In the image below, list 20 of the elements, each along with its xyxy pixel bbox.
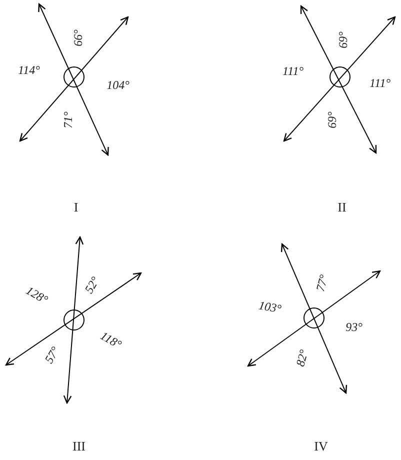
angle-label: 52° bbox=[82, 274, 102, 296]
angle-label: 93° bbox=[346, 321, 362, 333]
figure-number: II bbox=[338, 200, 346, 214]
angle-label: 128° bbox=[24, 284, 50, 306]
figure-number: IV bbox=[314, 440, 328, 452]
angle-label: 57° bbox=[42, 344, 62, 366]
angle-label: 82° bbox=[294, 348, 310, 368]
angle-label: 111° bbox=[369, 77, 391, 89]
angle-label: 77° bbox=[314, 273, 330, 293]
angle-label: 69° bbox=[337, 32, 349, 48]
figure-number: III bbox=[72, 440, 86, 452]
angle-label: 114° bbox=[18, 64, 40, 76]
figure-number: I bbox=[74, 200, 78, 214]
angle-label: 69° bbox=[326, 112, 338, 128]
angle-label: 71° bbox=[62, 112, 74, 128]
angle-label: 66° bbox=[72, 30, 84, 46]
angle-label: 111° bbox=[282, 65, 304, 77]
angle-label: 103° bbox=[258, 299, 282, 315]
angle-label: 118° bbox=[98, 329, 124, 351]
angle-label: 104° bbox=[106, 79, 130, 91]
